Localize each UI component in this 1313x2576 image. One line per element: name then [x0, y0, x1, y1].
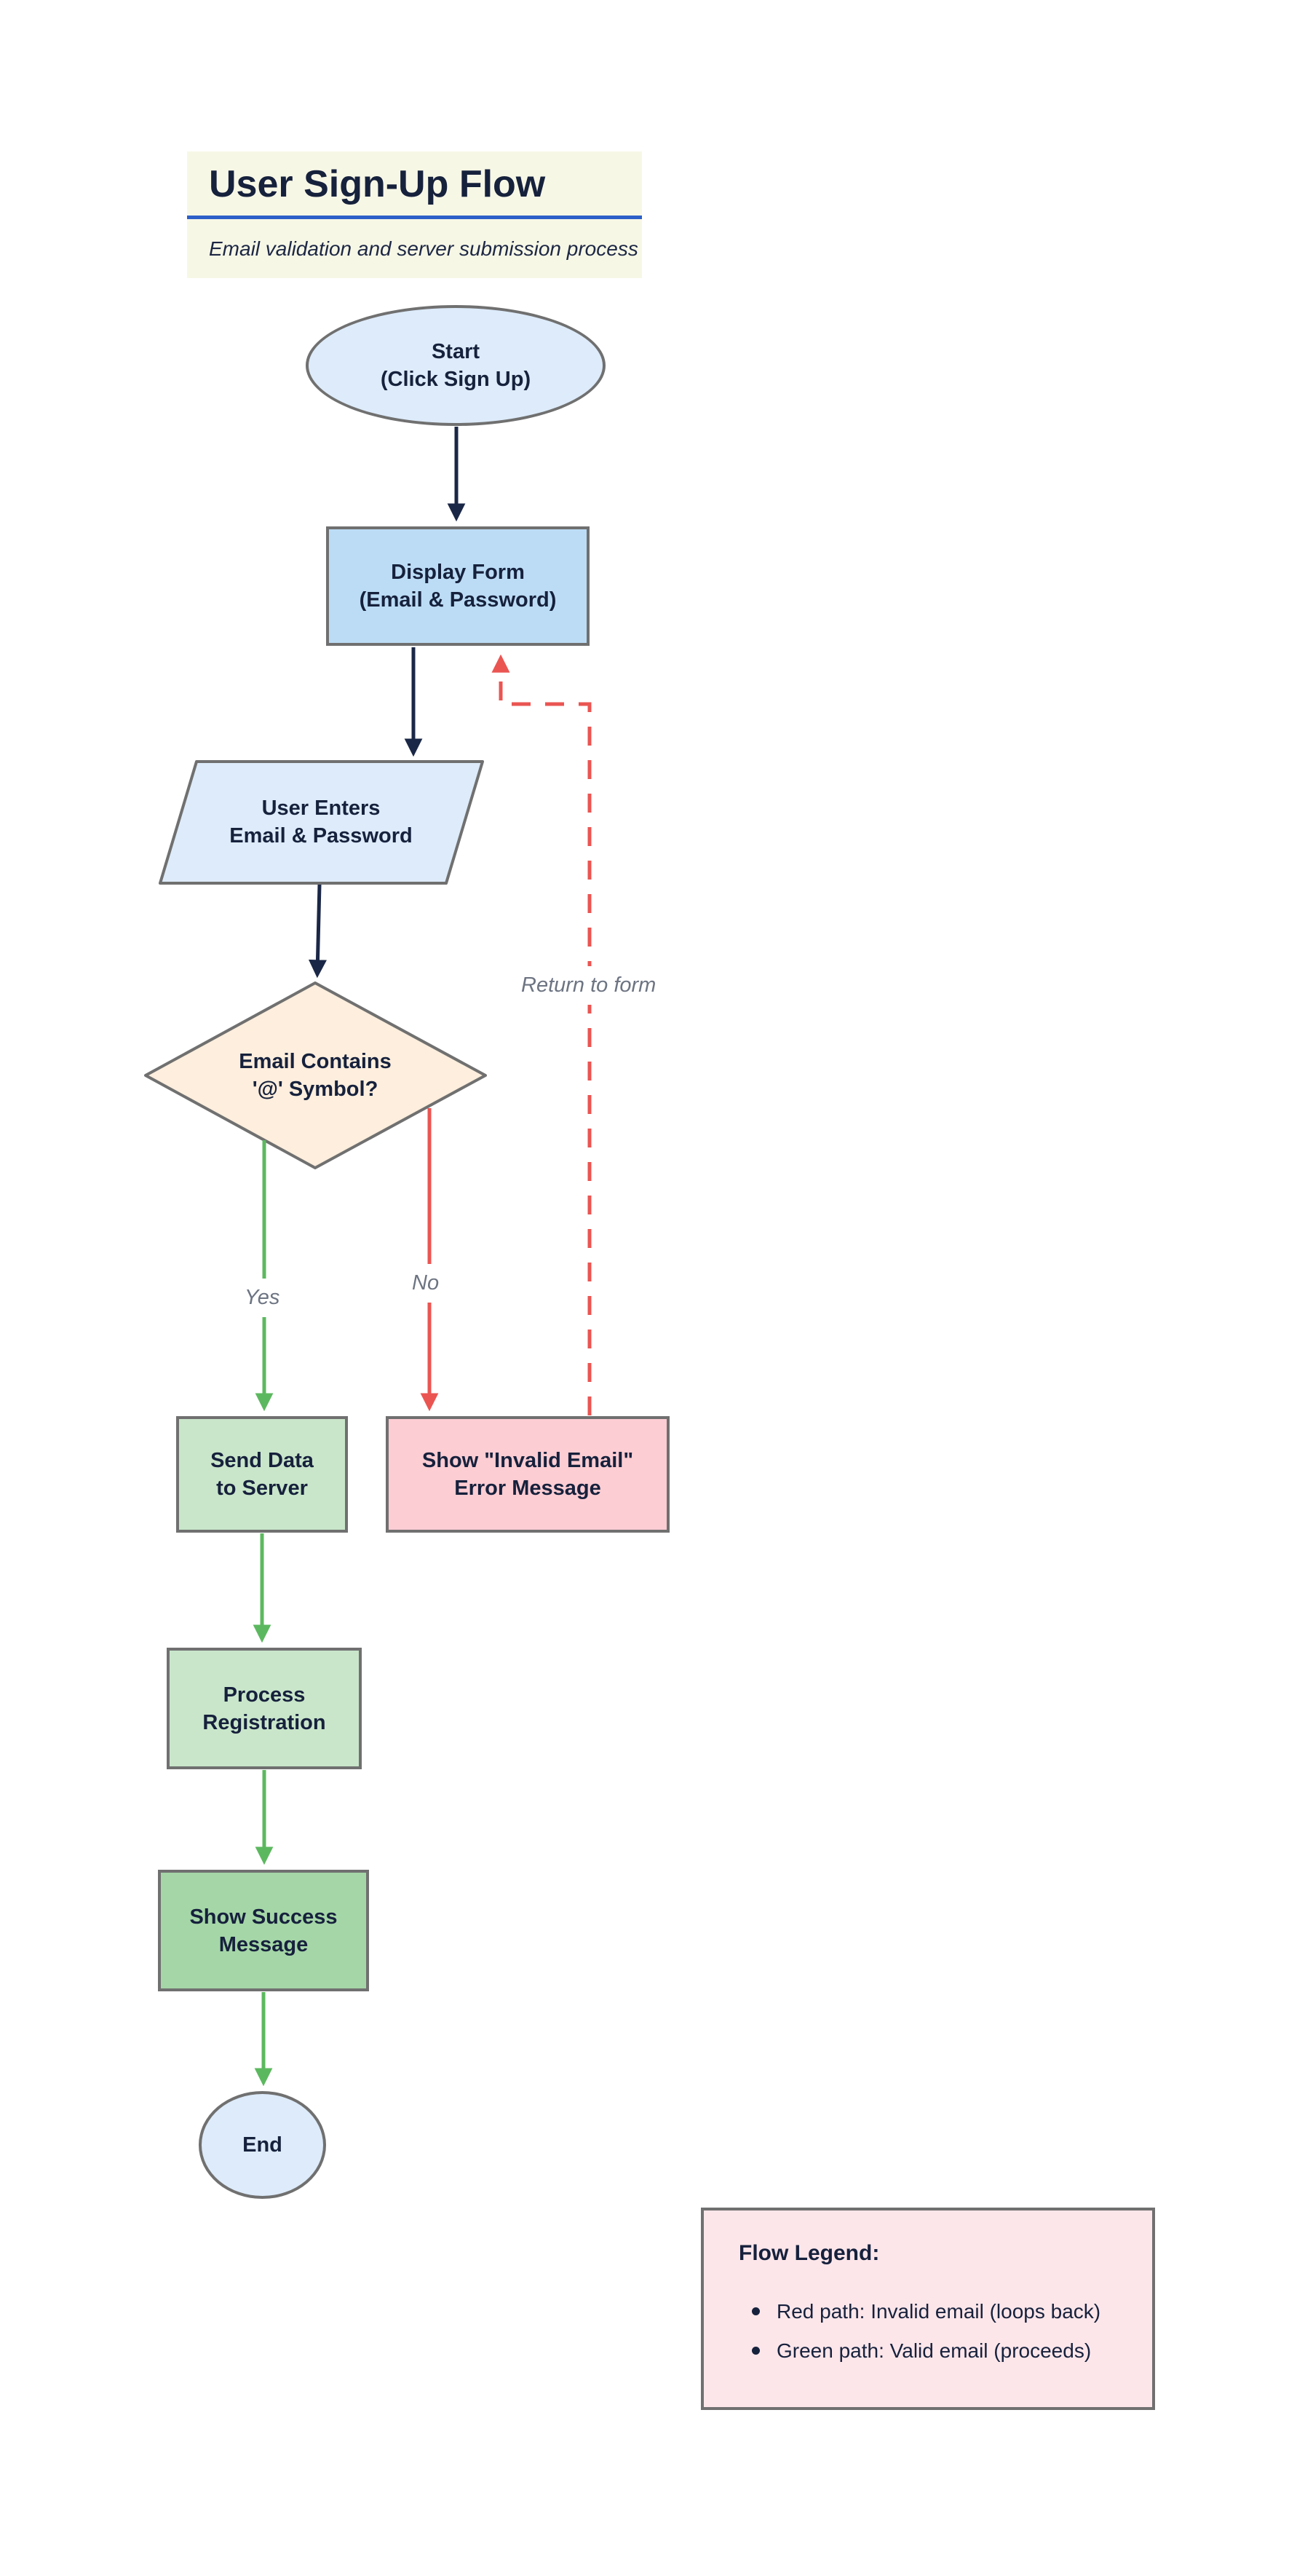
node-display-form: Display Form (Email & Password)	[326, 526, 590, 646]
node-error-message-label: Show "Invalid Email" Error Message	[421, 1449, 634, 1500]
node-show-success: Show Success Message	[158, 1870, 369, 1991]
title-block: User Sign-Up Flow Email validation and s…	[187, 151, 642, 278]
arrow-input-to-decision	[308, 884, 327, 979]
legend-item-red-path: Red path: Invalid email (loops back)	[739, 2292, 1138, 2331]
legend-items: Red path: Invalid email (loops back) Gre…	[739, 2292, 1138, 2371]
node-display-form-label: Display Form (Email & Password)	[359, 561, 557, 612]
bullet-icon	[752, 2347, 760, 2355]
node-start-label: Start (Click Sign Up)	[380, 340, 531, 391]
arrow-error-loop-back	[491, 654, 592, 1415]
legend-item-green-path: Green path: Valid email (proceeds)	[739, 2331, 1138, 2371]
page-subtitle: Email validation and server submission p…	[209, 237, 638, 260]
edge-label-yes: Yes	[237, 1279, 287, 1317]
title-underline	[187, 216, 642, 219]
node-error-message: Show "Invalid Email" Error Message	[386, 1416, 670, 1533]
diamond-decision	[144, 981, 487, 1169]
node-send-data: Send Data to Server	[176, 1416, 348, 1533]
node-show-success-label: Show Success Message	[189, 1905, 338, 1956]
flow-legend: Flow Legend: Red path: Invalid email (lo…	[701, 2208, 1155, 2410]
bullet-icon	[752, 2307, 760, 2315]
node-process-registration-label: Process Registration	[202, 1683, 326, 1734]
node-start: Start (Click Sign Up)	[306, 305, 606, 426]
page-title: User Sign-Up Flow	[209, 163, 546, 205]
node-send-data-label: Send Data to Server	[210, 1449, 314, 1500]
node-end-label: End	[242, 2133, 282, 2157]
edge-label-return-to-form: Return to form	[514, 966, 664, 1005]
node-process-registration: Process Registration	[167, 1648, 362, 1769]
legend-title: Flow Legend:	[739, 2241, 880, 2265]
parallelogram-user-input	[159, 760, 484, 885]
node-end: End	[199, 2091, 326, 2199]
edge-label-no: No	[405, 1264, 447, 1303]
